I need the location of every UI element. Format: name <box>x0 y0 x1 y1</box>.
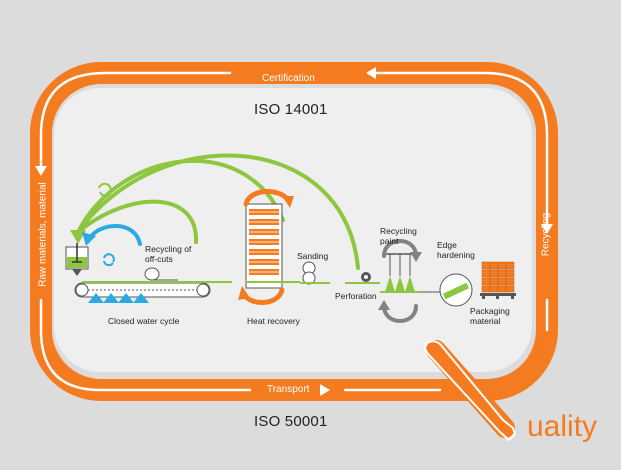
label-recycling-offcuts-line2: off-cuts <box>145 254 173 264</box>
label-heat-recovery: Heat recovery <box>247 316 300 326</box>
ring-label-recycling: Recycling <box>540 212 552 257</box>
label-perforation: Perforation <box>335 291 377 301</box>
arrow-left-icon <box>366 67 376 79</box>
label-recycling-offcuts-line1: Recycling of <box>145 244 192 254</box>
grey-arrow-icon-1 <box>410 252 422 262</box>
heat-press <box>245 203 300 289</box>
label-recycling-paint: Recycling paint <box>380 226 417 246</box>
iso-14001-label: ISO 14001 <box>254 101 328 118</box>
label-closed-water-cycle: Closed water cycle <box>108 316 180 326</box>
green-arrowhead-icon <box>70 230 86 244</box>
recycle-icon-top <box>98 182 112 197</box>
label-edge-hardening: Edge hardening <box>437 240 475 260</box>
label-edge-hardening-line1: Edge <box>437 240 457 250</box>
label-recycling-paint-line1: Recycling <box>380 226 417 236</box>
water-sprays <box>88 293 149 303</box>
perforation-unit <box>345 272 380 284</box>
ring-label-certification: Certification <box>262 73 315 84</box>
ring-arrowheads <box>35 67 553 396</box>
heat-arrow-icon-2 <box>238 286 250 300</box>
label-packaging-line1: Packaging <box>470 306 510 316</box>
heat-arrow-icon-1 <box>282 196 294 208</box>
label-sanding: Sanding <box>297 251 329 261</box>
edge-hardening-unit <box>422 273 473 307</box>
offcut-roll <box>144 267 178 281</box>
ring-label-raw-materials: Raw materials, material <box>37 182 49 287</box>
recycle-icon-water <box>103 253 115 267</box>
label-edge-hardening-line2: hardening <box>437 250 475 260</box>
iso-50001-label: ISO 50001 <box>254 413 328 430</box>
inner-panel <box>54 88 532 372</box>
mixer-tank <box>65 243 89 276</box>
arrow-right-icon <box>320 384 330 396</box>
quality-wordmark: uality <box>527 410 598 443</box>
ring-label-transport: Transport <box>267 384 310 395</box>
blue-water-arc <box>88 224 142 246</box>
grey-arrow-icon-2 <box>378 300 390 310</box>
blue-arrowhead-icon <box>82 232 96 246</box>
q-tail <box>423 340 517 442</box>
conveyor-belt <box>74 281 232 298</box>
arrow-up-icon <box>35 166 47 176</box>
sanding-unit <box>300 261 330 285</box>
label-recycling-offcuts: Recycling of off-cuts <box>145 244 191 264</box>
label-packaging-line2: material <box>470 316 501 326</box>
ring-direction-lines <box>39 71 549 392</box>
arrow-down-icon <box>541 224 553 234</box>
paint-grey-arrows <box>382 239 418 323</box>
pallet-stack <box>480 261 516 299</box>
label-packaging-material: Packaging material <box>470 306 510 326</box>
label-recycling-paint-line2: paint <box>380 236 399 246</box>
